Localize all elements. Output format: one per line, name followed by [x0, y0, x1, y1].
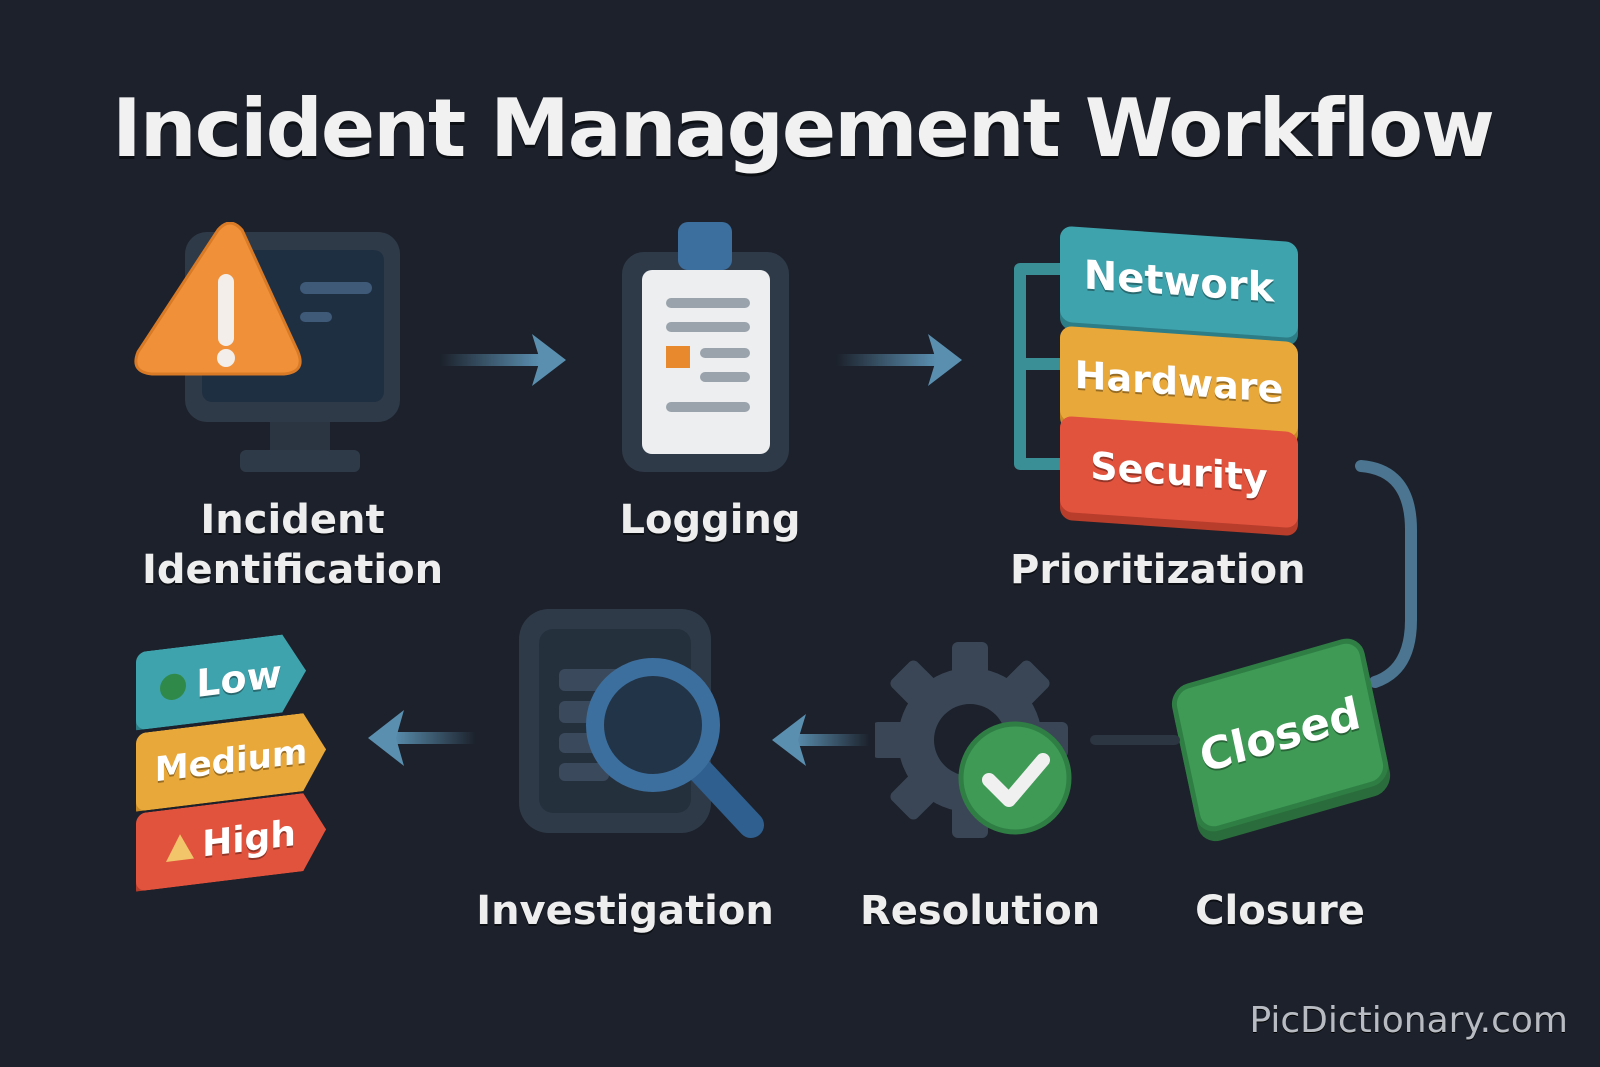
arrow-left-icon: [770, 712, 870, 772]
step-label-resolution: Resolution: [860, 888, 1101, 934]
connector-curve: [1355, 460, 1445, 694]
watermark: PicDictionary.com: [1249, 1000, 1568, 1041]
page-title: Incident Management Workflow: [112, 82, 1495, 175]
priority-low: Low: [136, 632, 306, 731]
label-line-2: Identification: [141, 547, 444, 593]
closed-badge: Closed: [1168, 633, 1392, 837]
clipboard-icon: [618, 222, 793, 477]
category-network: Network: [1060, 225, 1298, 339]
priority-tags-icon: Low Medium High: [136, 632, 336, 892]
step-label-prioritization: Prioritization: [1010, 547, 1306, 593]
priority-low-label: Low: [196, 651, 282, 707]
warning-monitor-icon: [130, 221, 410, 492]
category-security: Security: [1060, 415, 1298, 529]
category-stack-icon: Network Hardware Security: [1008, 225, 1308, 544]
connector-dash: [1090, 732, 1180, 751]
arrow-right-icon: [440, 330, 570, 394]
magnifier-document-icon: [515, 605, 775, 845]
warning-triangle-icon: [166, 833, 194, 862]
step-label-investigation: Investigation: [476, 888, 774, 934]
label-line-1: Incident: [200, 497, 385, 543]
priority-high-label: High: [202, 812, 296, 866]
green-dot-icon: [160, 672, 186, 701]
step-label-identification: Incident Identification: [120, 495, 465, 595]
gear-check-icon: [872, 630, 1085, 850]
priority-medium-label: Medium: [154, 731, 308, 791]
closed-badge-icon: Closed: [1168, 633, 1392, 837]
arrow-left-icon: [366, 708, 476, 772]
arrow-right-icon: [836, 330, 966, 394]
step-label-logging: Logging: [619, 497, 801, 543]
step-label-closure: Closure: [1195, 888, 1365, 934]
